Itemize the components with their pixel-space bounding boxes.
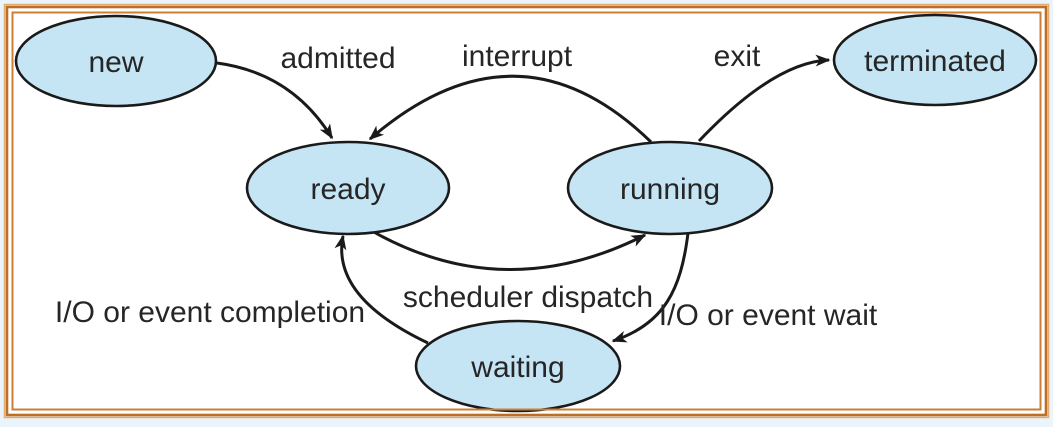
transition-interrupt-label: interrupt bbox=[462, 40, 573, 73]
transition-scheduler-dispatch-arrow bbox=[371, 229, 647, 271]
transition-scheduler-dispatch-label: scheduler dispatch bbox=[403, 281, 653, 314]
transition-exit-label: exit bbox=[714, 40, 761, 73]
state-waiting-ellipse bbox=[414, 319, 622, 413]
state-waiting-label: waiting bbox=[470, 351, 564, 384]
transition-labels-layer: admitted interrupt exit scheduler dispat… bbox=[55, 40, 878, 332]
state-ready-ellipse bbox=[245, 140, 451, 236]
transition-io-wait-arrow bbox=[611, 232, 690, 343]
diagram-frame bbox=[3, 3, 1050, 419]
transition-admitted-label: admitted bbox=[280, 42, 395, 75]
transition-io-completion-label: I/O or event completion bbox=[55, 296, 365, 329]
transition-admitted-arrow bbox=[216, 61, 334, 140]
state-terminated-label: terminated bbox=[864, 45, 1006, 78]
state-terminated-ellipse bbox=[832, 13, 1038, 107]
states-layer: new ready running waiting terminated bbox=[14, 13, 1038, 413]
transitions-layer bbox=[216, 54, 831, 345]
frame-outer-rule bbox=[5, 5, 1048, 417]
state-running-ellipse bbox=[566, 140, 774, 236]
state-ready-label: ready bbox=[310, 173, 385, 206]
transition-exit-arrow bbox=[697, 54, 831, 143]
frame-inner-rule bbox=[11, 11, 1042, 411]
frame-highlight-rule bbox=[3, 3, 1050, 419]
transition-interrupt-arrow bbox=[368, 74, 653, 144]
state-new-label: new bbox=[88, 46, 143, 79]
state-new-ellipse bbox=[14, 14, 218, 108]
transition-io-wait-label: I/O or event wait bbox=[659, 299, 878, 332]
state-running-label: running bbox=[620, 173, 720, 206]
transition-io-completion-arrow bbox=[334, 234, 429, 345]
